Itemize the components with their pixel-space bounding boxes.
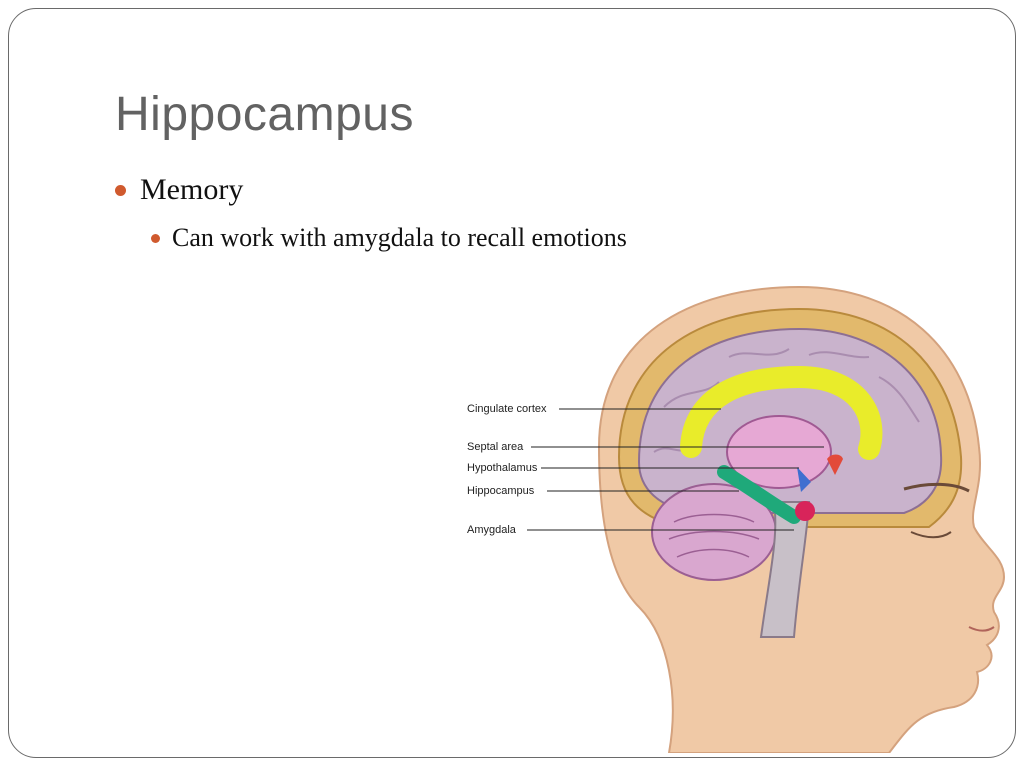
septal-area-shape — [827, 454, 843, 475]
bullet-dot-icon — [115, 184, 126, 196]
bullet-level-2: Can work with amygdala to recall emotion… — [151, 223, 627, 253]
hypothalamus-shape — [797, 467, 811, 492]
label-cingulate-cortex: Cingulate cortex — [467, 403, 547, 415]
label-septal-area: Septal area — [467, 441, 524, 453]
brain-illustration: Cingulate cortex Septal area Hypothalamu… — [467, 285, 1006, 753]
label-hippocampus: Hippocampus — [467, 485, 535, 497]
label-amygdala: Amygdala — [467, 524, 517, 536]
slide: Hippocampus Memory Can work with amygdal… — [8, 8, 1016, 758]
bullet-text: Memory — [140, 173, 244, 206]
lips — [968, 626, 995, 632]
limbic-core — [726, 415, 832, 489]
bullet-level-1: Memory — [115, 173, 243, 207]
slide-title: Hippocampus — [115, 88, 414, 141]
eye-closed — [910, 531, 952, 539]
cingulate-cortex-shape — [680, 365, 883, 460]
label-leaders — [527, 408, 824, 531]
eyebrow — [903, 482, 970, 493]
label-hypothalamus: Hypothalamus — [467, 462, 538, 474]
bullet-dot-icon — [151, 233, 160, 243]
bullet-text: Can work with amygdala to recall emotion… — [172, 223, 627, 252]
brainstem — [759, 501, 811, 638]
hippocampus-shape — [717, 465, 801, 524]
amygdala-shape — [795, 501, 815, 521]
cerebellum-folia — [668, 513, 760, 558]
